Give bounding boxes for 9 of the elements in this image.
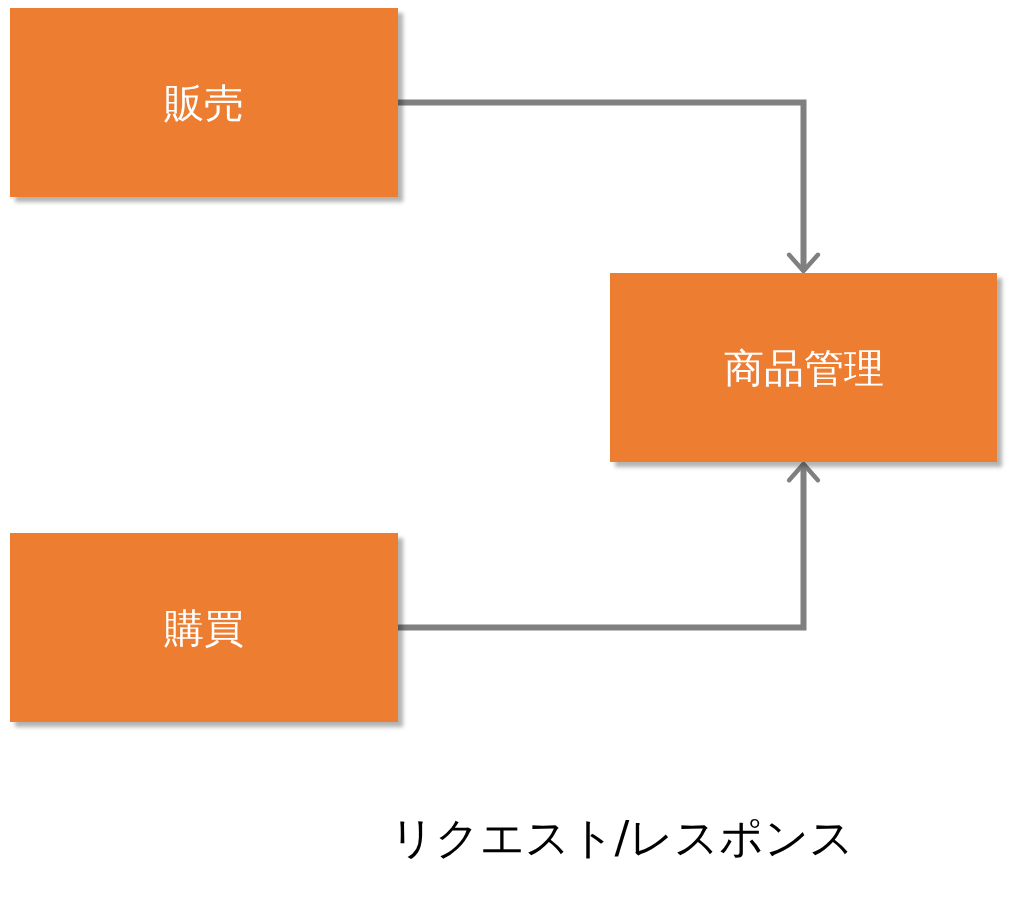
process-box [610, 273, 997, 462]
process-box [10, 8, 398, 197]
box-label: 商品管理 [723, 343, 884, 393]
arrow [398, 461, 821, 631]
process-box [10, 533, 398, 722]
caption: リクエスト/レスポンス [389, 811, 855, 865]
arrow [398, 99, 821, 274]
box-label: 購買 [164, 603, 244, 653]
box-label: 販売 [164, 78, 244, 128]
